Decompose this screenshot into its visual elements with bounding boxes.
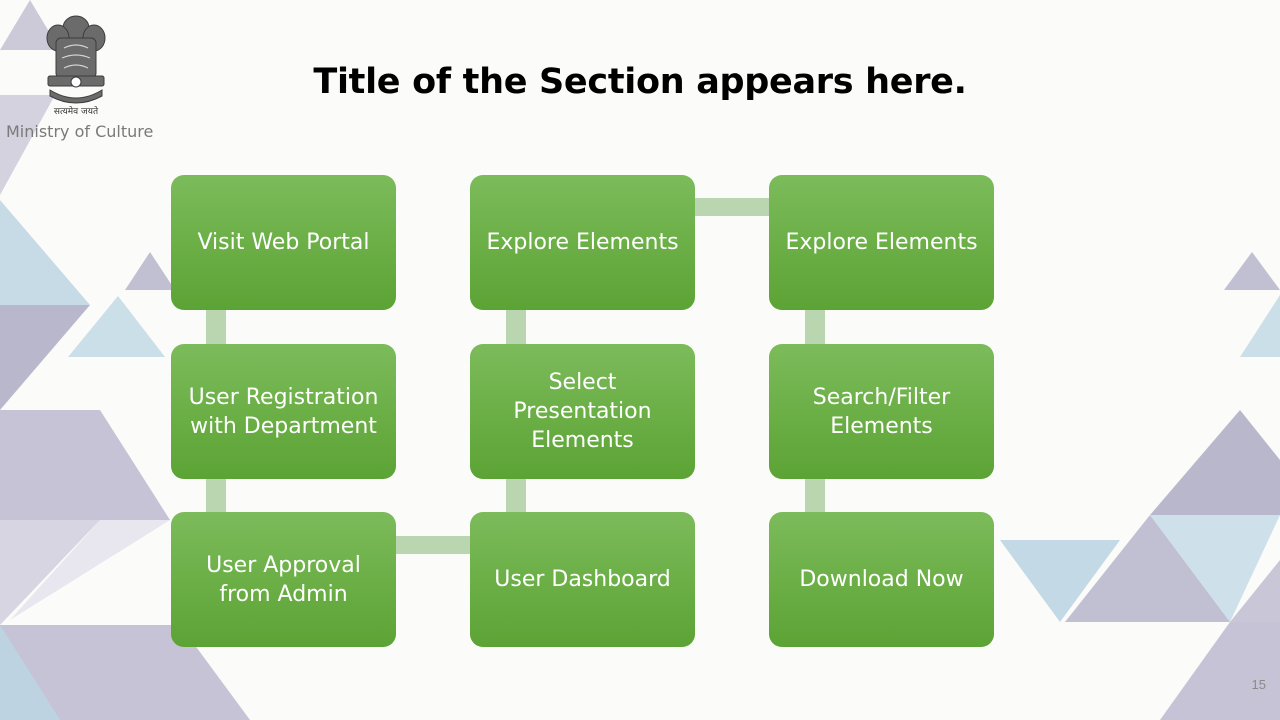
- step-visit-web-portal: Visit Web Portal: [171, 175, 396, 310]
- connector: [805, 474, 825, 519]
- ministry-name: Ministry of Culture: [6, 122, 154, 141]
- connector: [506, 305, 526, 350]
- step-user-approval: User Approval from Admin: [171, 512, 396, 647]
- connector: [206, 474, 226, 519]
- slide-title: Title of the Section appears here.: [313, 62, 967, 102]
- connector: [805, 305, 825, 350]
- connector: [506, 474, 526, 519]
- national-emblem: सत्यमेव जयते: [36, 10, 116, 122]
- step-download-now: Download Now: [769, 512, 994, 647]
- page-number: 15: [1251, 677, 1266, 692]
- step-explore-elements-2: Explore Elements: [769, 175, 994, 310]
- connector: [390, 536, 476, 554]
- connector: [206, 305, 226, 350]
- lion-capital-icon: [46, 15, 106, 104]
- step-user-dashboard: User Dashboard: [470, 512, 695, 647]
- step-select-presentation-elements: Select Presentation Elements: [470, 344, 695, 479]
- connector: [690, 198, 774, 216]
- emblem-motto: सत्यमेव जयते: [53, 107, 99, 117]
- step-search-filter-elements: Search/Filter Elements: [769, 344, 994, 479]
- step-user-registration: User Registration with Department: [171, 344, 396, 479]
- step-explore-elements: Explore Elements: [470, 175, 695, 310]
